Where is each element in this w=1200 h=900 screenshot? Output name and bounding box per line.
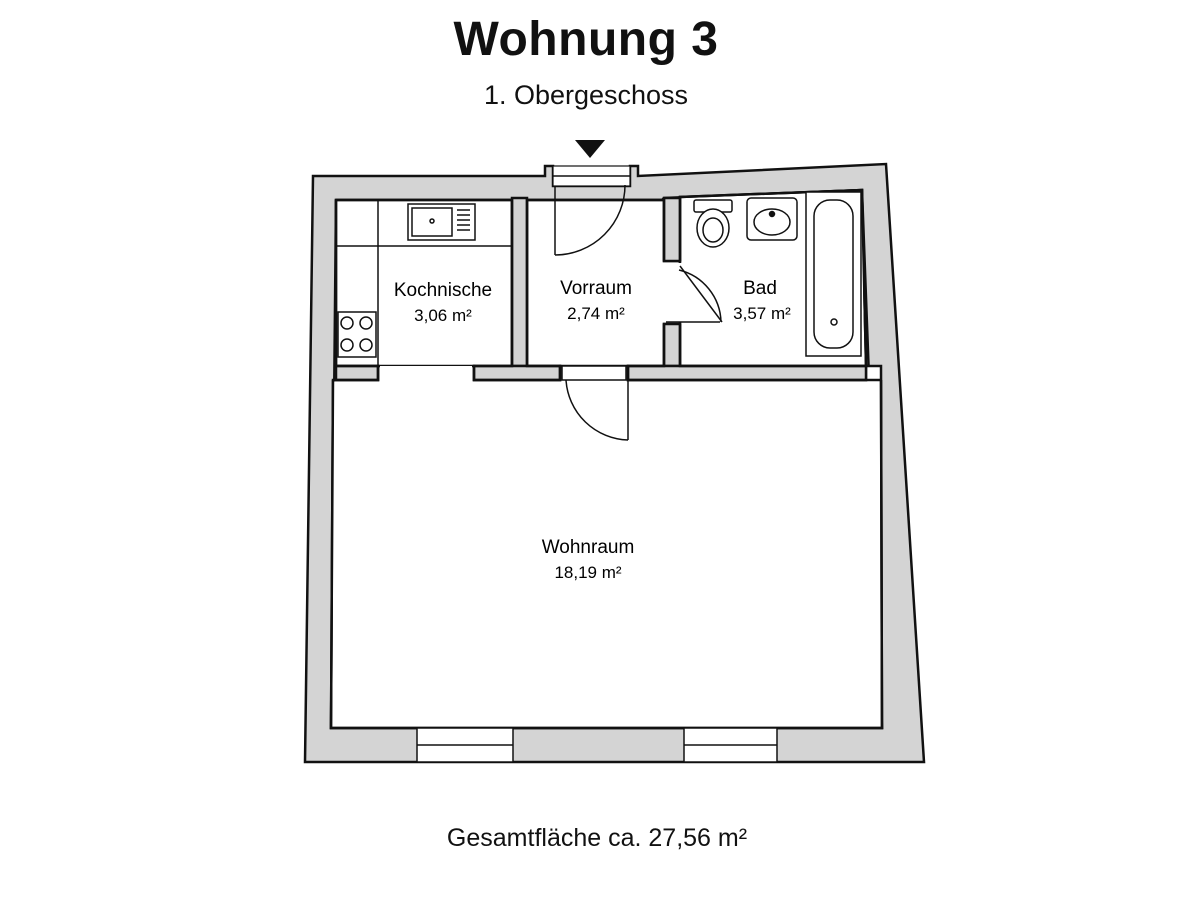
kitchen-counter (336, 200, 512, 366)
room-area-kochnische: 3,06 m² (414, 306, 472, 325)
room-name-wohnraum: Wohnraum (542, 537, 635, 558)
toilet-icon (693, 199, 733, 248)
room-area-wohnraum: 18,19 m² (554, 563, 621, 582)
room-name-bad: Bad (743, 278, 777, 299)
plan-subtitle: 1. Obergeschoss (483, 80, 689, 110)
room-labels: Kochnische 3,06 m² Vorraum 2,74 m² Bad 3… (394, 278, 791, 582)
sink-icon (407, 203, 476, 241)
doors (552, 165, 723, 441)
room-area-vorraum: 2,74 m² (567, 304, 625, 323)
washbasin-icon (746, 197, 798, 241)
total-area: Gesamtfläche ca. 27,56 m² (446, 824, 748, 852)
bathtub-icon (805, 191, 862, 357)
stove-icon (337, 311, 377, 358)
room-name-kochnische: Kochnische (394, 280, 492, 301)
entrance-arrow-icon (575, 140, 605, 158)
plan-title: Wohnung 3 (453, 13, 719, 66)
room-name-vorraum: Vorraum (560, 278, 632, 299)
room-area-bad: 3,57 m² (733, 304, 791, 323)
interior-wall-lines (329, 188, 884, 730)
windows (416, 727, 778, 763)
